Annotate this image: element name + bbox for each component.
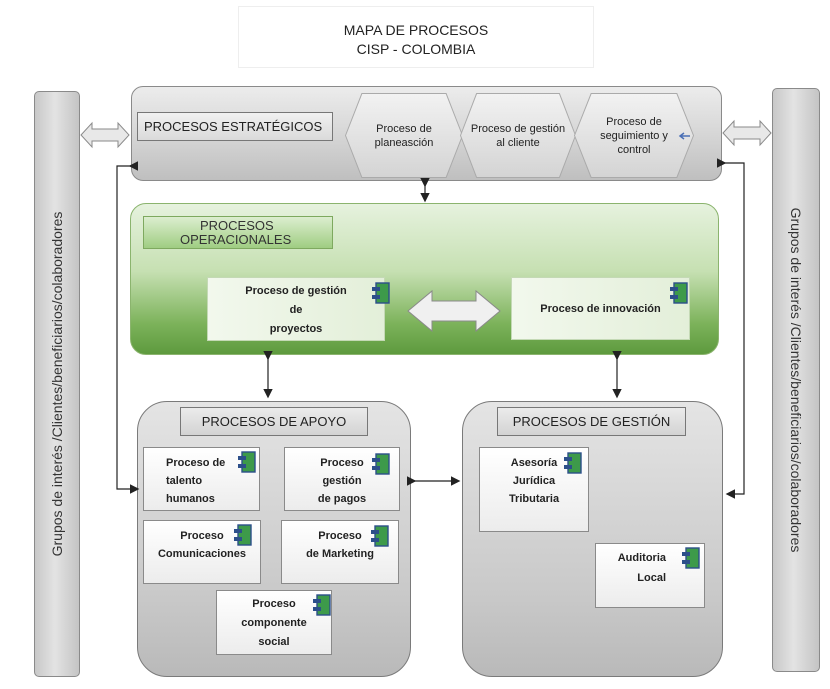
card-gestion-proyectos[interactable]: Proceso de gestión de proyectos xyxy=(207,277,385,341)
card-text-line: Jurídica xyxy=(512,475,556,487)
hex-seguimiento-control[interactable]: Proceso de seguimiento y control xyxy=(574,93,694,178)
card-text-line: Local xyxy=(637,572,666,584)
card-text-line: social xyxy=(258,636,290,648)
component-icon xyxy=(371,525,389,547)
component-icon xyxy=(564,452,582,474)
hex-text-line: al cliente xyxy=(496,136,540,149)
hex-text-line: Proceso de xyxy=(606,115,662,128)
card-text-line: Auditoria xyxy=(617,552,666,564)
card-text-line: Proceso xyxy=(320,457,364,469)
card-text-line: Proceso xyxy=(252,598,296,610)
management-processes-label: PROCESOS DE GESTIÓN xyxy=(497,407,686,436)
connector-right-bracket xyxy=(716,158,745,499)
component-icon xyxy=(372,282,390,304)
card-text-line: de Marketing xyxy=(306,548,374,560)
card-text-line: gestión xyxy=(322,475,362,487)
strategic-processes-label: PROCESOS ESTRATÉGICOS xyxy=(137,112,333,141)
hex-text-line: control xyxy=(617,143,651,156)
card-text-line: componente xyxy=(241,617,307,629)
hex-gestion-cliente[interactable]: Proceso de gestión al cliente xyxy=(460,93,576,178)
component-icon xyxy=(238,451,256,473)
hex-planeacion-text: Proceso de planeasción xyxy=(375,122,434,150)
hex-planeacion[interactable]: Proceso de planeasción xyxy=(345,93,463,178)
card-text-line: Proceso de xyxy=(166,457,226,469)
component-icon xyxy=(372,453,390,475)
card-text-line: Proceso xyxy=(318,530,362,542)
double-arrow-right-icon xyxy=(722,119,772,147)
card-text-line: talento xyxy=(166,475,203,487)
stakeholders-bar-left: Grupos de interés /Clientes/beneficiario… xyxy=(34,91,80,677)
card-text-line: Proceso de gestión xyxy=(245,285,347,297)
double-arrow-operational-icon xyxy=(407,289,501,333)
card-text-line: Asesoría xyxy=(510,457,558,469)
support-processes-label: PROCESOS DE APOYO xyxy=(180,407,368,436)
small-blue-arrow-icon xyxy=(678,132,690,140)
operational-label-line-2: OPERACIONALES xyxy=(180,232,292,247)
stakeholders-bar-right: Grupos de interés /Clientes/beneficiario… xyxy=(772,88,820,672)
card-text-line: Tributaria xyxy=(508,493,560,505)
card-text-line: humanos xyxy=(166,493,215,505)
hex-text-line: Proceso de gestión xyxy=(470,122,566,135)
card-text-line: de xyxy=(289,304,303,316)
hex-text-line: planeasción xyxy=(374,136,434,149)
title-line-2: CISP - COLOMBIA xyxy=(356,41,476,57)
hex-text-line: Proceso de xyxy=(376,122,432,135)
component-icon xyxy=(682,547,700,569)
card-text-line: Proceso de innovación xyxy=(540,303,661,315)
operational-processes-label: PROCESOS OPERACIONALES xyxy=(143,216,333,249)
double-arrow-left-icon xyxy=(80,121,130,149)
hex-seguimiento-text: Proceso de seguimiento y control xyxy=(600,115,668,157)
component-icon xyxy=(670,282,688,304)
connector-left-bracket xyxy=(116,161,140,494)
operational-label-line-1: PROCESOS xyxy=(200,218,274,233)
card-text-line: Proceso xyxy=(180,530,224,542)
card-text-line: proyectos xyxy=(269,323,323,335)
diagram-title: MAPA DE PROCESOS CISP - COLOMBIA xyxy=(238,6,594,68)
card-text-line: de pagos xyxy=(317,493,367,505)
hex-gestion-cliente-text: Proceso de gestión al cliente xyxy=(471,122,565,150)
hex-text-line: seguimiento y xyxy=(600,129,668,142)
card-componente-social[interactable]: Proceso componente social xyxy=(216,590,332,655)
title-line-1: MAPA DE PROCESOS xyxy=(343,22,489,38)
card-text-line: Comunicaciones xyxy=(157,548,247,560)
component-icon xyxy=(313,594,331,616)
card-innovacion[interactable]: Proceso de innovación xyxy=(511,277,690,340)
component-icon xyxy=(234,524,252,546)
